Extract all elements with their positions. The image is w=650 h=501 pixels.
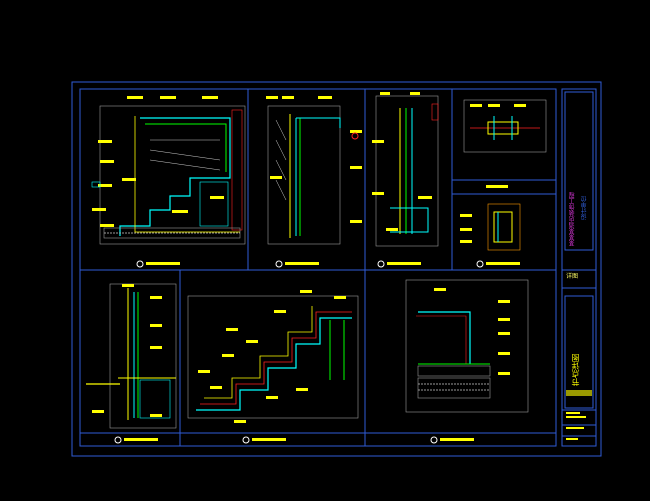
detail-label: 详图 [566, 273, 579, 280]
detail-1-drawing [91, 96, 246, 245]
detail-4-drawing [463, 99, 547, 188]
detail-8-drawing [405, 279, 529, 413]
detail-callouts [114, 260, 520, 444]
detail-6-drawing [86, 283, 177, 429]
title-block [561, 88, 597, 447]
sheet-code: D-01 [570, 398, 585, 405]
sheet-title-vertical: 节点详图 [571, 354, 580, 386]
inner-border [79, 88, 557, 447]
outer-border [71, 81, 602, 457]
detail-5-drawing [460, 203, 521, 251]
detail-3-drawing [372, 92, 439, 247]
panel-grid [80, 89, 556, 446]
detail-2-drawing [266, 96, 362, 245]
project-name-vertical: 某某某酒店装饰工程 [569, 192, 576, 246]
detail-7-drawing [187, 290, 359, 423]
designer-label-vertical: 设计单位 [581, 196, 588, 220]
